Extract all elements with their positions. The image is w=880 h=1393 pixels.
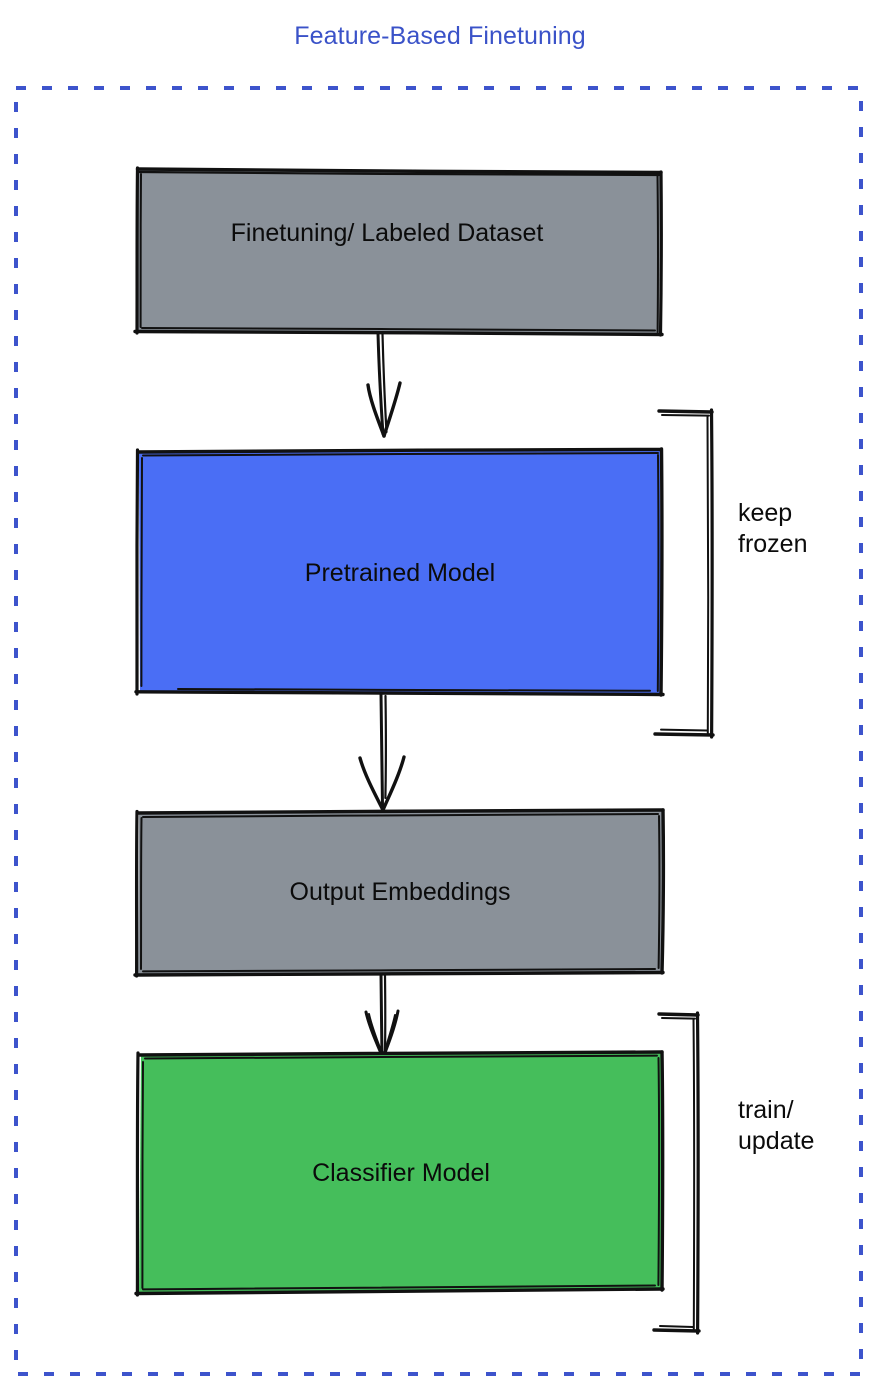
node-dataset[interactable] (133, 166, 664, 337)
bracket-keep-frozen (653, 408, 715, 739)
page-title: Feature-Based Finetuning (294, 22, 586, 50)
edge-embeddings-to-classifier (364, 972, 400, 1060)
node-pretrained-model[interactable] (134, 447, 665, 697)
annotation-train-update: train/ update (738, 1096, 815, 1155)
edge-pretrained-to-embeddings (358, 692, 406, 812)
node-classifier-model[interactable] (134, 1050, 665, 1297)
edge-dataset-to-pretrained (366, 331, 402, 438)
node-output-embeddings[interactable] (133, 808, 666, 978)
dashed-container-border (14, 86, 863, 1376)
bracket-train-update (652, 1011, 701, 1335)
annotation-keep-frozen: keep frozen (738, 499, 808, 558)
